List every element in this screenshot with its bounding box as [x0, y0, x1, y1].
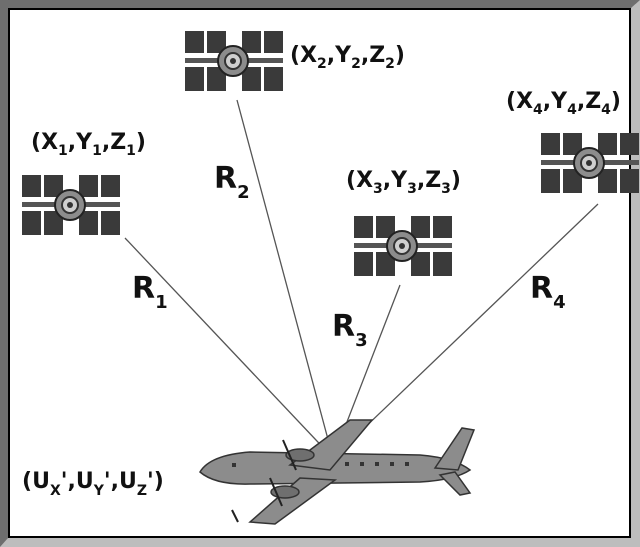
range-line-4 [332, 203, 599, 459]
range-label-1: R1 [132, 271, 168, 313]
receiver-label: (UX',UY',UZ') [22, 469, 164, 499]
satellite-2-icon [184, 30, 284, 92]
range-label-3: R3 [332, 309, 368, 351]
range-line-1 [124, 237, 334, 459]
satellite-4-icon [540, 132, 640, 194]
range-lines [124, 99, 599, 459]
range-label-4: R4 [530, 271, 566, 313]
range-line-2 [236, 99, 334, 459]
satellite-3-label: (X3,Y3,Z3) [346, 168, 461, 197]
satellite-1-label: (X1,Y1,Z1) [31, 130, 146, 159]
satellite-3-icon [353, 215, 453, 277]
satellite-4-label: (X4,Y4,Z4) [506, 89, 621, 118]
range-label-2: R2 [214, 161, 250, 203]
airplane-icon [199, 419, 476, 525]
satellite-1-icon [21, 174, 121, 236]
satellite-2-label: (X2,Y2,Z2) [290, 43, 405, 72]
